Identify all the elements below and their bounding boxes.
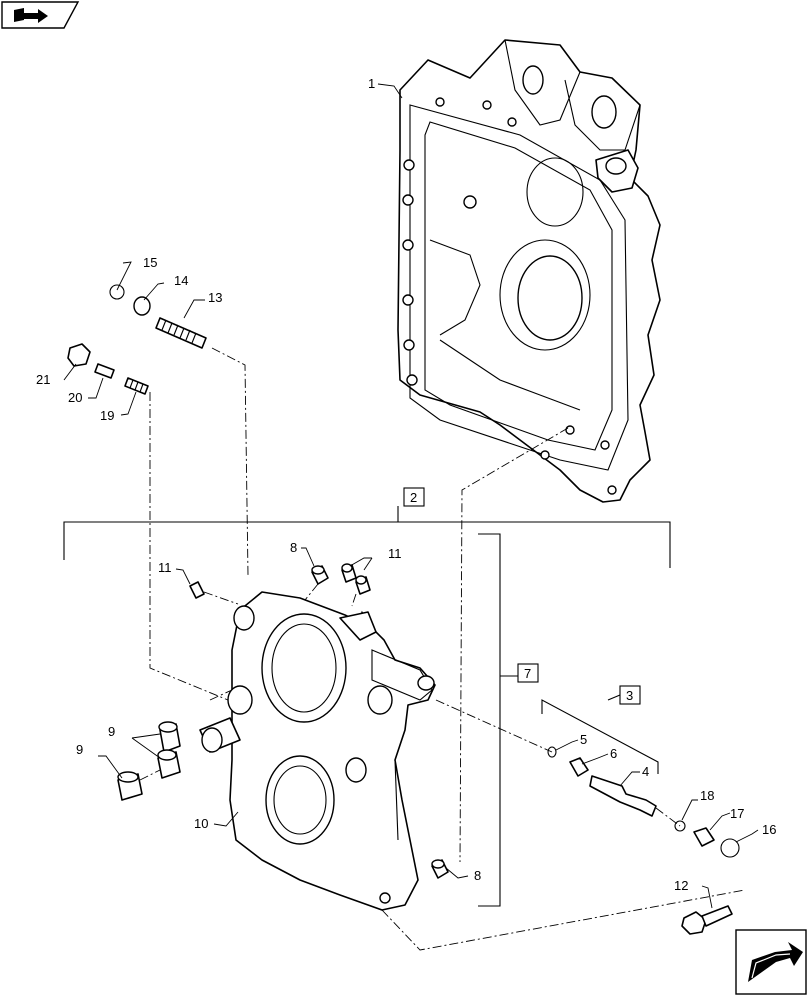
callout-13: 13: [208, 290, 222, 305]
next-page-arrow-icon: [748, 942, 803, 982]
dowel-part-8-upper: [311, 565, 329, 585]
plug-part-11-right-b: [355, 575, 371, 595]
callout-12: 12: [674, 878, 688, 893]
callout-11-left: 11: [158, 560, 172, 575]
bracket-7: [478, 533, 518, 907]
callout-1: 1: [368, 76, 375, 91]
bushing-part-9-c: [117, 771, 143, 801]
callout-16: 16: [762, 822, 776, 837]
callout-box-2: [403, 487, 425, 507]
o-ring-part-16: [720, 838, 740, 858]
plug-part-17: [693, 827, 715, 847]
plug-part-21: [67, 343, 91, 367]
bolt-part-12: [681, 905, 733, 935]
callout-5: 5: [580, 732, 587, 747]
bracket-2: [63, 506, 671, 568]
callout-20: 20: [68, 390, 82, 405]
spring-part-19: [124, 377, 149, 395]
leader-lines: [63, 83, 759, 909]
callout-9-lower: 9: [76, 742, 83, 757]
callout-6: 6: [610, 746, 617, 761]
callout-2: 2: [410, 490, 417, 505]
plug-part-11-right-a: [341, 563, 357, 583]
housing-part-1: [397, 39, 661, 503]
callout-14: 14: [174, 273, 188, 288]
dowel-part-8-lower: [431, 859, 449, 879]
nut-part-6: [569, 757, 589, 777]
callout-7: 7: [524, 666, 531, 681]
spool-part-4: [589, 775, 657, 817]
cover-plate-part-10: [199, 591, 436, 911]
o-ring-part-18: [674, 820, 686, 832]
callout-19: 19: [100, 408, 114, 423]
callout-18: 18: [700, 788, 714, 803]
washer-part-5: [547, 746, 557, 758]
top-nav-tab[interactable]: [1, 1, 80, 29]
callout-15: 15: [143, 255, 157, 270]
callout-9-upper: 9: [108, 724, 115, 739]
callout-box-3: [619, 685, 641, 705]
alignment-lines: [139, 347, 746, 951]
callout-21: 21: [36, 372, 50, 387]
callout-10: 10: [194, 816, 208, 831]
bottom-nav-tab[interactable]: [735, 929, 807, 995]
callout-11-right: 11: [388, 546, 402, 561]
plug-part-11-left: [189, 581, 205, 599]
callout-box-7: [517, 663, 539, 683]
spring-part-13: [155, 317, 207, 349]
callout-3: 3: [626, 688, 633, 703]
callout-8-upper: 8: [290, 540, 297, 555]
bushing-part-9-a: [158, 721, 181, 753]
bushing-part-9-b: [157, 749, 181, 779]
cap-part-14: [133, 296, 151, 316]
book-arrow-icon: [14, 8, 48, 23]
callout-4: 4: [642, 764, 649, 779]
bracket-3: [541, 694, 659, 774]
snap-ring-part-15: [109, 284, 125, 300]
callout-17: 17: [730, 806, 744, 821]
callout-8-lower: 8: [474, 868, 481, 883]
pin-part-20: [94, 363, 115, 379]
